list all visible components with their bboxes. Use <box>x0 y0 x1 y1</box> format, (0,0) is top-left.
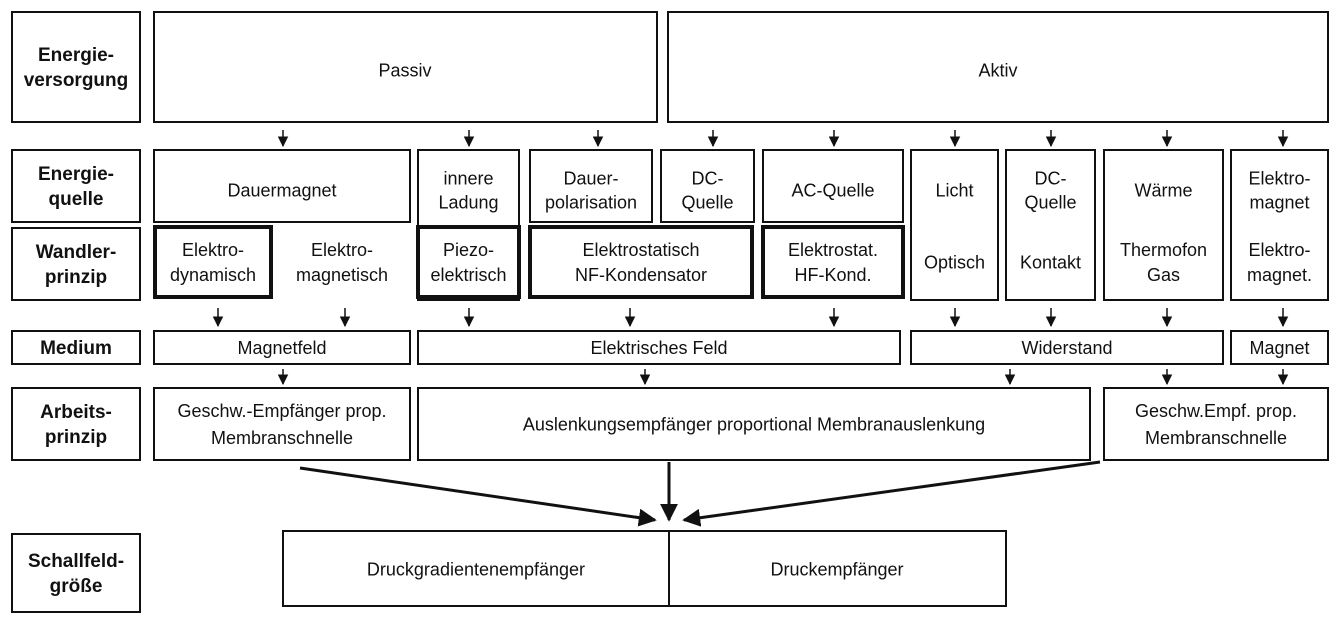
energiequelle-licht: Licht <box>935 180 973 200</box>
energiequelle-dc_quelle_1: DC-Quelle <box>681 168 733 212</box>
energiequelle-dauerpolarisation-box <box>529 149 653 223</box>
medium-elektrisches_feld-box <box>417 330 901 365</box>
energiequelle-dc_quelle_1-box <box>660 149 755 223</box>
aktiv-box <box>667 11 1329 123</box>
arbeitsprinzip-geschw_1: Geschw.-Empfänger prop.Membranschnelle <box>177 401 386 448</box>
arbeitsprinzip-auslenkung: Auslenkungsempfänger proportional Membra… <box>523 414 985 434</box>
row-label-schallfeldgroesse: Schallfeld-größe <box>28 551 124 597</box>
passiv-box <box>153 11 658 123</box>
wandler-elektrostat_hf: Elektrostat.HF-Kond. <box>788 240 878 285</box>
row-label-medium-box <box>11 330 141 365</box>
arbeitsprinzip-auslenkung-box <box>417 387 1091 461</box>
medium-magnet: Magnet <box>1249 338 1309 358</box>
row-label-wandlerprinzip: Wandler-prinzip <box>36 242 117 288</box>
row-label-energiequelle: Energie-quelle <box>38 164 114 210</box>
energiequelle-dc_quelle_2-box <box>1005 149 1096 301</box>
energiequelle-dauerpolarisation: Dauer-polarisation <box>545 168 637 212</box>
passiv-label: Passiv <box>378 60 431 80</box>
medium-widerstand: Widerstand <box>1021 338 1112 358</box>
energiequelle-elektromagnet: Elektro-magnet <box>1248 168 1310 212</box>
wandler-piezoelektrisch-box <box>416 225 521 299</box>
row-label-schallfeldgroesse-box <box>11 533 141 613</box>
energiequelle-waerme-box <box>1103 149 1224 301</box>
schallfeld-druckgradient: Druckgradientenempfänger <box>367 559 585 579</box>
energiequelle-elektromagnet-box <box>1230 149 1329 301</box>
wandler-kontakt: Kontakt <box>1020 252 1081 272</box>
medium-widerstand-box <box>910 330 1224 365</box>
arbeitsprinzip-geschw_2: Geschw.Empf. prop.Membranschnelle <box>1135 401 1297 448</box>
wandler-elektrostatisch_nf-box <box>528 225 754 299</box>
energiequelle-dauermagnet: Dauermagnet <box>227 180 336 200</box>
wandler-elektromagnet_w: Elektro-magnet. <box>1247 240 1312 285</box>
row-label-medium: Medium <box>40 338 112 359</box>
row-label-energieversorgung-box <box>11 11 141 123</box>
schallfeld-druck: Druckempfänger <box>770 559 903 579</box>
schallfeld-druck-box <box>668 530 1007 607</box>
wandler-elektrodynamisch-box <box>153 225 273 299</box>
aktiv-label: Aktiv <box>978 60 1017 80</box>
wandler-elektrostat_hf-box <box>761 225 905 299</box>
energiequelle-ac_quelle-box <box>762 149 904 223</box>
energiequelle-waerme: Wärme <box>1135 180 1193 200</box>
arrow-to-field-left <box>299 466 657 527</box>
row-label-energiequelle-box <box>11 149 141 223</box>
wandler-piezoelektrisch: Piezo-elektrisch <box>430 240 506 285</box>
energiequelle-dauermagnet-box <box>153 149 411 223</box>
medium-elektrisches_feld: Elektrisches Feld <box>590 338 727 358</box>
arbeitsprinzip-geschw_1-box <box>153 387 411 461</box>
medium-magnet-box <box>1230 330 1329 365</box>
medium-magnetfeld: Magnetfeld <box>237 338 326 358</box>
row-label-wandlerprinzip-box <box>11 227 141 301</box>
energiequelle-ac_quelle: AC-Quelle <box>791 180 874 200</box>
wandler-optisch: Optisch <box>924 252 985 272</box>
row-label-arbeitsprinzip: Arbeits-prinzip <box>40 402 112 448</box>
wandler-elektromagnetisch: Elektro-magnetisch <box>296 240 388 285</box>
arrow-to-field-right <box>682 460 1101 527</box>
energiequelle-licht-box <box>910 149 999 301</box>
wandler-elektrodynamisch: Elektro-dynamisch <box>170 240 256 285</box>
energiequelle-dc_quelle_2: DC-Quelle <box>1024 168 1076 212</box>
medium-magnetfeld-box <box>153 330 411 365</box>
row-label-energieversorgung: Energie-versorgung <box>24 45 129 91</box>
row-label-arbeitsprinzip-box <box>11 387 141 461</box>
arbeitsprinzip-geschw_2-box <box>1103 387 1329 461</box>
